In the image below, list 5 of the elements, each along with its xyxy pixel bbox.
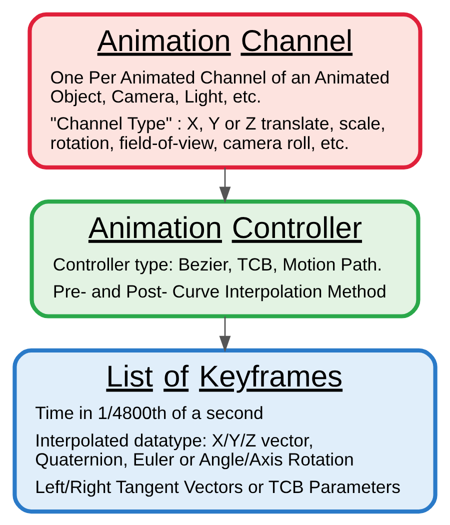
- node-box: Animation Channel One Per Animated Channel of an Animated Object, Camera, Light, etc. "Channel Type" : X, Y or Z translate, scale, rotation, field-of-view, camera roll, etc.: [28, 12, 422, 169]
- node-box: List of Keyframes Time in 1/4800th of a second Interpolated datatype: X/Y/Z vector, Quaternion, Euler or Angle/Axis Rotation Left/Right Tangent Vectors or TCB Parameters: [12, 348, 438, 514]
- arrow: [219, 316, 231, 352]
- node-box: Animation Controller Controller type: Bezier, TCB, Motion Path. Pre- and Post- Curve Interpolation Method: [30, 199, 420, 318]
- arrow: [219, 167, 231, 203]
